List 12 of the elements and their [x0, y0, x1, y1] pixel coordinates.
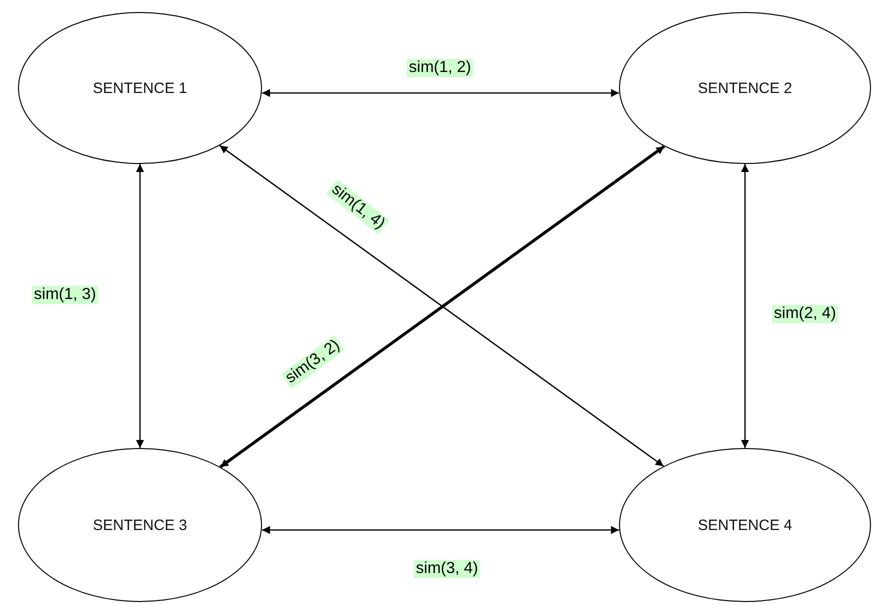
node-label: SENTENCE 1	[92, 80, 188, 96]
double-arrow	[136, 164, 144, 448]
edge-label: sim(3, 4)	[414, 560, 480, 578]
node-label: SENTENCE 4	[698, 516, 792, 534]
node-label: SENTENCE 3	[92, 516, 188, 534]
edge-label: sim(2, 4)	[772, 305, 838, 323]
double-arrow	[262, 89, 619, 97]
double-arrow	[741, 164, 749, 448]
edge-label: sim(1, 3)	[32, 286, 98, 304]
node-label: SENTENCE 2	[698, 80, 792, 96]
edge-label: sim(1, 2)	[406, 59, 474, 77]
double-arrow	[262, 526, 619, 534]
